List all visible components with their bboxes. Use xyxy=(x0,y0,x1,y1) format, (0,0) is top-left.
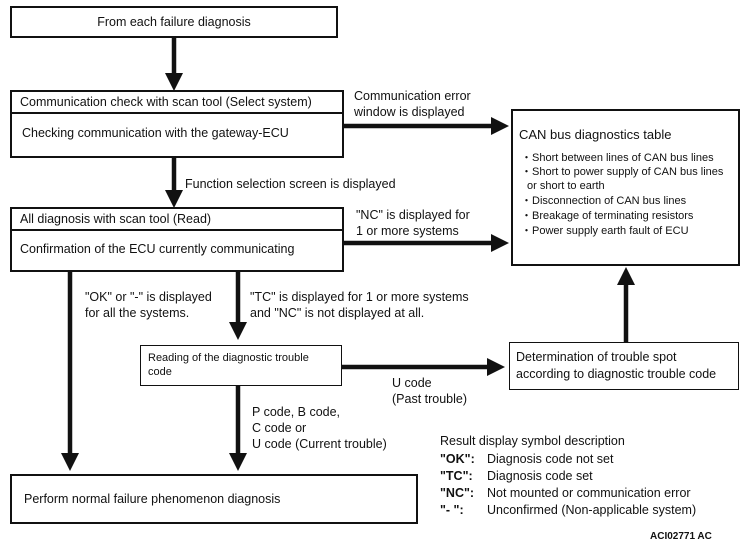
can-table-item: ・Short between lines of CAN bus lines xyxy=(521,152,714,164)
edge-label-u-code-past: U code xyxy=(392,376,432,390)
edge-label-tc-displayed: and "NC" is not displayed at all. xyxy=(250,306,425,320)
legend-symbol: "TC": xyxy=(440,469,473,483)
start-label: From each failure diagnosis xyxy=(97,15,251,29)
determination-line-1: Determination of trouble spot xyxy=(516,350,677,364)
all-diag-title: All diagnosis with scan tool (Read) xyxy=(20,212,212,226)
perform-normal-label: Perform normal failure phenomenon diagno… xyxy=(24,492,281,506)
legend-desc: Diagnosis code set xyxy=(487,469,593,483)
legend-symbol: "- ": xyxy=(440,503,464,517)
legend-symbol: "NC": xyxy=(440,486,475,500)
edge-label-nc-displayed: "NC" is displayed for xyxy=(356,208,470,222)
all-diag-divider xyxy=(12,229,342,231)
can-table-node: CAN bus diagnostics table ・Short between… xyxy=(511,109,740,266)
reading-dtc-node: Reading of the diagnostic trouble code xyxy=(140,345,342,386)
legend-desc: Diagnosis code not set xyxy=(487,452,614,466)
can-table-item: or short to earth xyxy=(527,180,605,192)
legend-title: Result display symbol description xyxy=(440,434,625,448)
edge-label-tc-displayed: "TC" is displayed for 1 or more systems xyxy=(250,290,469,304)
legend-symbol: "OK": xyxy=(440,452,475,466)
edge-label-u-code-past: (Past trouble) xyxy=(392,392,468,406)
can-table-item: ・Power supply earth fault of ECU xyxy=(521,225,689,237)
edge-label-nc-displayed: 1 or more systems xyxy=(356,224,459,238)
reading-dtc-line-2: code xyxy=(148,366,172,378)
comm-check-body: Checking communication with the gateway-… xyxy=(22,126,289,140)
reading-dtc-line-1: Reading of the diagnostic trouble xyxy=(148,352,309,364)
edge-label-comm-error: window is displayed xyxy=(354,105,465,119)
perform-normal-node: Perform normal failure phenomenon diagno… xyxy=(10,474,418,524)
determination-line-2: according to diagnostic trouble code xyxy=(516,367,717,381)
can-table-item: ・Short to power supply of CAN bus lines xyxy=(521,166,724,178)
all-diag-node: All diagnosis with scan tool (Read) Conf… xyxy=(10,207,344,272)
edge-label-pbcu-current: C code or xyxy=(252,421,307,435)
can-table-item: ・Disconnection of CAN bus lines xyxy=(521,195,687,207)
can-table-item: ・Breakage of terminating resistors xyxy=(521,210,694,222)
edge-label-pbcu-current: U code (Current trouble) xyxy=(252,437,387,451)
can-table-title: CAN bus diagnostics table xyxy=(519,127,672,142)
edge-label-function-selection: Function selection screen is displayed xyxy=(185,177,396,191)
edge-label-pbcu-current: P code, B code, xyxy=(252,405,341,419)
comm-check-title: Communication check with scan tool (Sele… xyxy=(20,95,312,109)
comm-check-node: Communication check with scan tool (Sele… xyxy=(10,90,344,158)
start-node: From each failure diagnosis xyxy=(10,6,338,38)
determination-node: Determination of trouble spot according … xyxy=(509,342,739,390)
edge-label-comm-error: Communication error xyxy=(354,89,471,103)
all-diag-body: Confirmation of the ECU currently commun… xyxy=(20,242,295,256)
comm-check-divider xyxy=(12,112,342,114)
legend-desc: Unconfirmed (Non-applicable system) xyxy=(487,503,697,517)
edge-label-ok-displayed: "OK" or "-" is displayed xyxy=(85,290,212,304)
legend-desc: Not mounted or communication error xyxy=(487,486,691,500)
figure-id: ACI02771 AC xyxy=(650,531,712,542)
edge-label-ok-displayed: for all the systems. xyxy=(85,306,190,320)
